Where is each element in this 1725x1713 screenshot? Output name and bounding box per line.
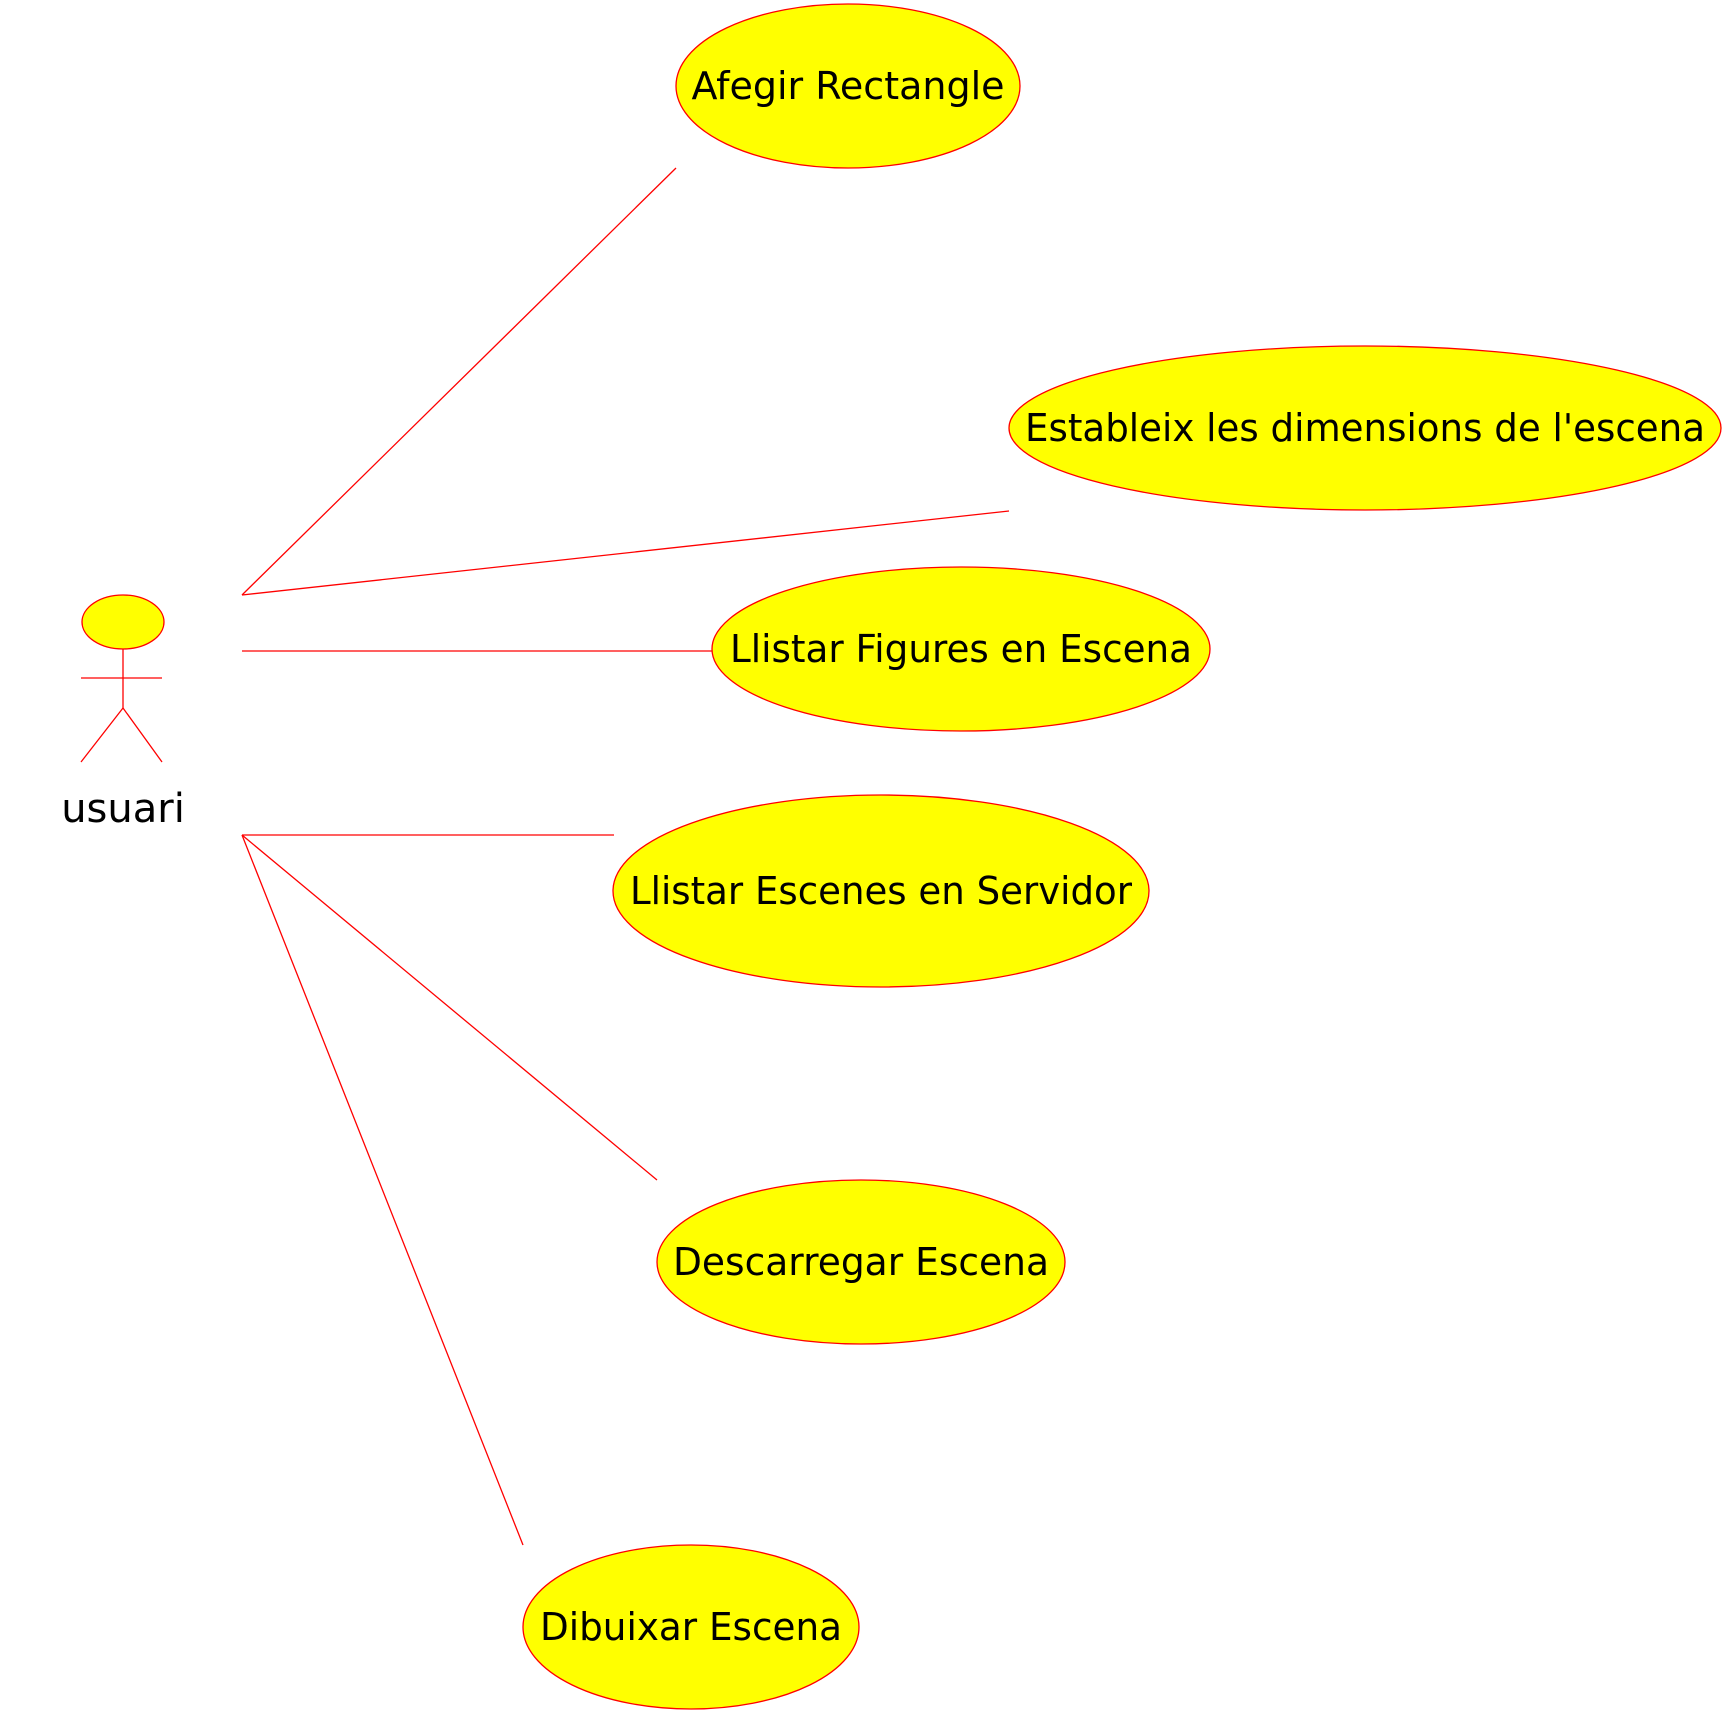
association-dibuixar-escena (241, 834, 524, 1546)
use-case-label: Llistar Escenes en Servidor (630, 869, 1132, 913)
associations (241, 167, 1010, 1546)
use-case-llistar-figures[interactable]: Llistar Figures en Escena (711, 566, 1211, 732)
use-case-ellipse (675, 3, 1021, 169)
use-case-label: Afegir Rectangle (691, 64, 1004, 108)
association-descarregar-escena (241, 834, 658, 1181)
actor-left-leg (80, 707, 124, 763)
association-afegir-rectangle (241, 167, 677, 596)
use-case-ellipse (711, 566, 1211, 732)
actor-right-leg (122, 707, 163, 763)
actor-label: usuari (61, 786, 185, 832)
use-case-afegir-rectangle[interactable]: Afegir Rectangle (675, 3, 1021, 169)
use-case-label: Dibuixar Escena (540, 1605, 842, 1649)
use-case-label: Llistar Figures en Escena (730, 627, 1192, 671)
use-case-descarregar-escena[interactable]: Descarregar Escena (656, 1179, 1066, 1345)
use-case-estableix-dimensions[interactable]: Estableix les dimensions de l'escena (1008, 345, 1722, 511)
actor-usuari[interactable]: usuari (61, 594, 185, 832)
association-estableix-dimensions (241, 510, 1010, 596)
use-case-ellipse (1008, 345, 1722, 511)
actor-head (81, 594, 165, 650)
use-case-ellipse (656, 1179, 1066, 1345)
use-case-ellipse (522, 1544, 860, 1710)
use-case-label: Estableix les dimensions de l'escena (1025, 406, 1705, 450)
use-case-label: Descarregar Escena (673, 1240, 1049, 1284)
use-case-llistar-escenes[interactable]: Llistar Escenes en Servidor (612, 794, 1150, 988)
use-case-dibuixar-escena[interactable]: Dibuixar Escena (522, 1544, 860, 1710)
use-case-ellipse (612, 794, 1150, 988)
